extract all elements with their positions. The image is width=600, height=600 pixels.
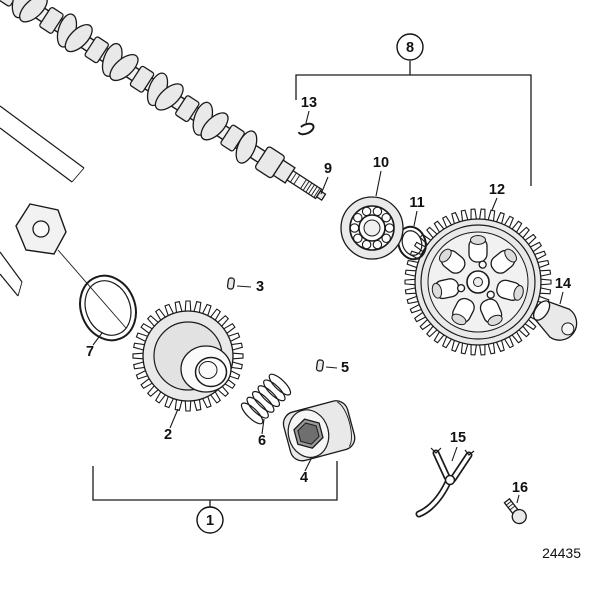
- callout-label-13: 13: [301, 95, 317, 111]
- gear-rollers: [431, 235, 524, 326]
- part-drive-gear-2: [132, 300, 244, 412]
- part-ball-bearing-10: [340, 196, 404, 260]
- callout-label-1: 1: [206, 513, 214, 529]
- callout-label-15: 15: [450, 430, 466, 446]
- group-bracket-8: [295, 61, 532, 186]
- callout-label-8: 8: [406, 40, 414, 56]
- part-bushing-4: [282, 400, 356, 462]
- engine-block-sketch: [0, 105, 127, 329]
- part-balancer-gear-12: [404, 208, 552, 356]
- callout-label-7: 7: [86, 344, 94, 360]
- part-camshaft-end-journal-9: [272, 159, 327, 201]
- part-snap-ring-11: [397, 225, 427, 261]
- part-camshaft: [0, 0, 327, 201]
- part-spring-6: [240, 373, 292, 425]
- callout-label-16: 16: [512, 480, 528, 496]
- part-pin-3: [226, 277, 235, 290]
- callout-label-2: 2: [164, 427, 172, 443]
- part-bolt-16: [503, 497, 527, 525]
- callout-label-12: 12: [489, 182, 505, 198]
- callout-label-4: 4: [300, 470, 308, 486]
- callout-label-5: 5: [341, 360, 349, 376]
- callout-circle-1: [196, 506, 224, 534]
- callout-label-3: 3: [256, 279, 264, 295]
- callout-label-14: 14: [555, 276, 571, 292]
- callout-label-11: 11: [409, 195, 424, 211]
- part-pin-5: [315, 359, 324, 372]
- drawing-number: 24435: [542, 545, 581, 561]
- callout-label-6: 6: [258, 433, 266, 449]
- callout-circle-8: [396, 33, 424, 61]
- part-cone-plug-14: [532, 300, 578, 341]
- part-fork-lever-15: [415, 447, 475, 518]
- part-clip-13: [297, 122, 315, 136]
- part-o-ring-7: [79, 274, 137, 342]
- callout-label-9: 9: [324, 161, 332, 177]
- leader-lines: [92, 110, 564, 504]
- group-bracket-1: [92, 461, 338, 507]
- callout-label-10: 10: [373, 155, 389, 171]
